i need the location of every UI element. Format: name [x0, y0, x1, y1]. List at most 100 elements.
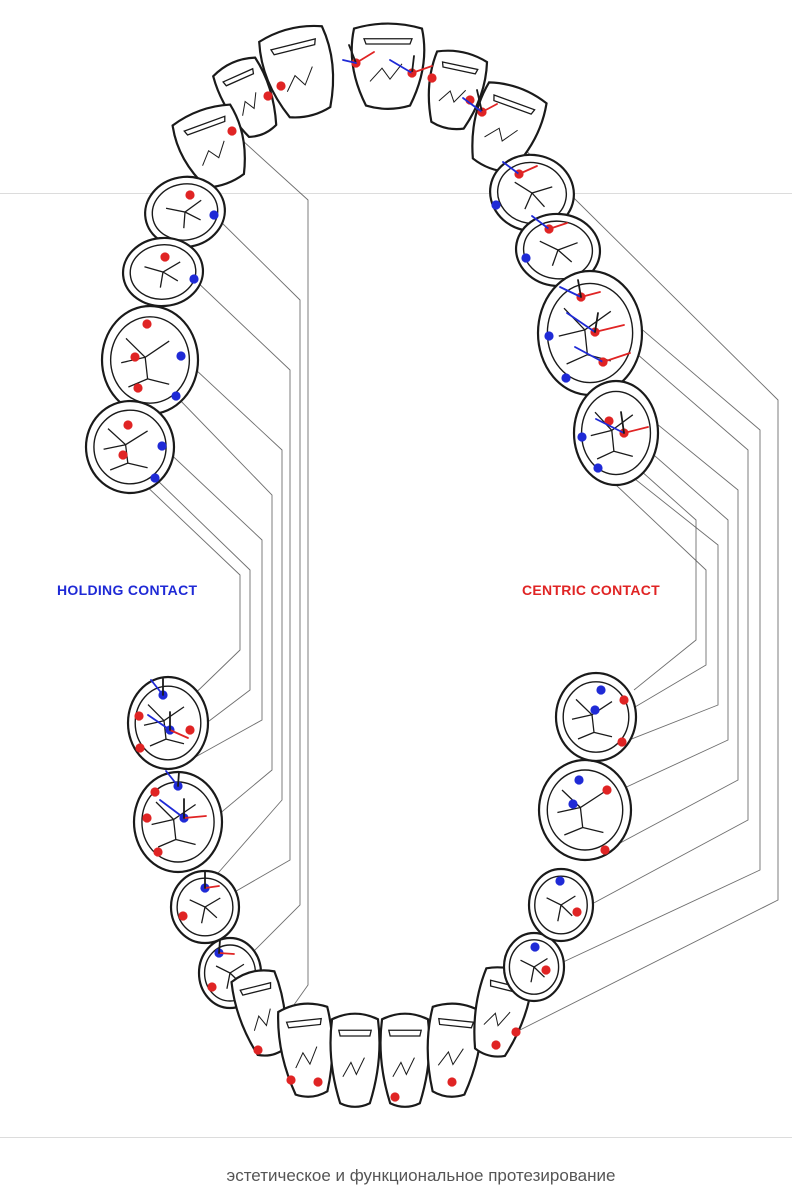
lower-tooth-9-edge [438, 1017, 475, 1029]
upper-tooth-13-outline [536, 269, 644, 397]
lower-tooth-14 [554, 671, 638, 763]
left-leader-line-2 [213, 214, 301, 976]
upper-tooth-5-edge [183, 115, 226, 136]
upper-tooth-4-edge [222, 67, 255, 87]
movement-vector-16 [577, 279, 582, 298]
movement-vector-8 [462, 97, 483, 113]
upper-tooth-7-grooves [165, 199, 202, 229]
movement-vector-27 [147, 714, 171, 731]
movement-vector-18 [594, 324, 625, 333]
holding-contact-label: HOLDING CONTACT [57, 582, 198, 598]
holding-contact-dot-30 [561, 373, 571, 383]
centric-contact-dot-62 [602, 785, 612, 795]
contact-marks [118, 44, 649, 1102]
upper-tooth-14-outline [572, 379, 660, 487]
holding-contact-dot-12 [189, 274, 199, 284]
movement-vector-6 [411, 65, 433, 74]
holding-contact-dot-20 [150, 473, 160, 483]
centric-contact-dot-57 [541, 965, 551, 975]
lower-tooth-6 [277, 1002, 334, 1098]
movement-vector-24 [620, 411, 625, 434]
lower-tooth-8-ridge [392, 1057, 415, 1078]
centric-contact-dot-59 [572, 907, 582, 917]
holding-contact-dot-23 [491, 200, 501, 210]
lower-tooth-3-grooves [189, 897, 221, 924]
lower-tooth-7-ridge [342, 1057, 365, 1078]
centric-contact-dot-67 [617, 737, 627, 747]
right-leader-line-6 [581, 436, 719, 743]
upper-tooth-8 [121, 236, 205, 308]
centric-contact-dot-14 [130, 352, 140, 362]
holding-contact-dot-58 [555, 876, 565, 886]
movement-vector-38 [218, 939, 221, 954]
movement-vector-21 [602, 352, 631, 363]
centric-contact-dot-44 [150, 787, 160, 797]
upper-tooth-13 [536, 269, 644, 397]
centric-contact-dot-48 [207, 982, 217, 992]
centric-contact-dot-49 [253, 1045, 263, 1055]
upper-tooth-5-ridge [202, 140, 225, 166]
lower-tooth-12-grooves [546, 895, 576, 922]
lower-tooth-13-table [546, 769, 624, 851]
centric-contact-dot-15 [133, 383, 143, 393]
lower-tooth-14-table [562, 681, 630, 753]
upper-tooth-2-ridge [369, 63, 403, 82]
lower-tooth-2-outline [132, 770, 224, 874]
centric-contact-dot-51 [313, 1077, 323, 1087]
lower-tooth-1-table [134, 685, 202, 761]
lower-tooth-14-grooves [571, 698, 613, 740]
holding-contact-dot-65 [590, 705, 600, 715]
left-leader-line-6 [161, 445, 263, 761]
upper-tooth-1-ridge [286, 66, 313, 92]
left-leader-line-5 [175, 395, 273, 841]
lower-tooth-8-edge [387, 1029, 423, 1037]
centric-contact-dot-37 [134, 711, 144, 721]
movement-vector-33 [183, 815, 207, 819]
upper-tooth-2 [350, 22, 426, 110]
top-divider [0, 193, 792, 194]
holding-contact-dot-16 [176, 351, 186, 361]
upper-tooth-12-table [522, 220, 594, 280]
movement-vector-1 [348, 44, 357, 64]
centric-contact-dot-6 [227, 126, 237, 136]
holding-contact-dot-60 [574, 775, 584, 785]
lower-tooth-13 [537, 758, 633, 862]
movement-vector-28 [169, 729, 189, 739]
upper-tooth-3-edge [441, 61, 479, 75]
left-leader-line-8 [139, 479, 241, 711]
upper-tooth-2-edge [363, 38, 413, 45]
holding-contact-dot-64 [596, 685, 606, 695]
movement-vector-4 [411, 55, 415, 74]
lower-tooth-9-ridge [437, 1048, 464, 1066]
upper-tooth-12 [514, 212, 602, 288]
upper-tooth-10-grooves [103, 428, 148, 471]
holding-contact-dot-33 [593, 463, 603, 473]
movement-vector-17 [566, 312, 596, 333]
movement-vector-23 [623, 426, 649, 434]
upper-tooth-13-grooves [558, 307, 612, 365]
upper-tooth-10-outline [84, 399, 176, 495]
lower-tooth-2-grooves [151, 801, 196, 848]
holding-contact-dot-17 [171, 391, 181, 401]
lower-tooth-5-edge [239, 981, 272, 996]
lower-tooth-7-outline [329, 1012, 381, 1108]
centric-contact-dot-55 [511, 1027, 521, 1037]
centric-contact-dot-18 [123, 420, 133, 430]
lower-tooth-8-outline [379, 1012, 431, 1108]
movement-vector-19 [594, 312, 599, 333]
lower-tooth-6-edge [285, 1017, 322, 1029]
lower-tooth-14-outline [554, 671, 638, 763]
holding-contact-dot-29 [544, 331, 554, 341]
left-leader-line-4 [180, 355, 283, 889]
lower-tooth-1 [126, 675, 210, 771]
lower-tooth-12-table [534, 875, 588, 935]
upper-tooth-9-table [109, 316, 191, 404]
upper-tooth-7-table [151, 183, 219, 241]
lower-tooth-2 [132, 770, 224, 874]
centric-contact-dot-32 [604, 416, 614, 426]
movement-vector-2 [355, 51, 375, 64]
movement-vector-13 [548, 222, 568, 230]
upper-tooth-3 [427, 49, 489, 131]
lower-tooth-6-outline [277, 1002, 334, 1098]
